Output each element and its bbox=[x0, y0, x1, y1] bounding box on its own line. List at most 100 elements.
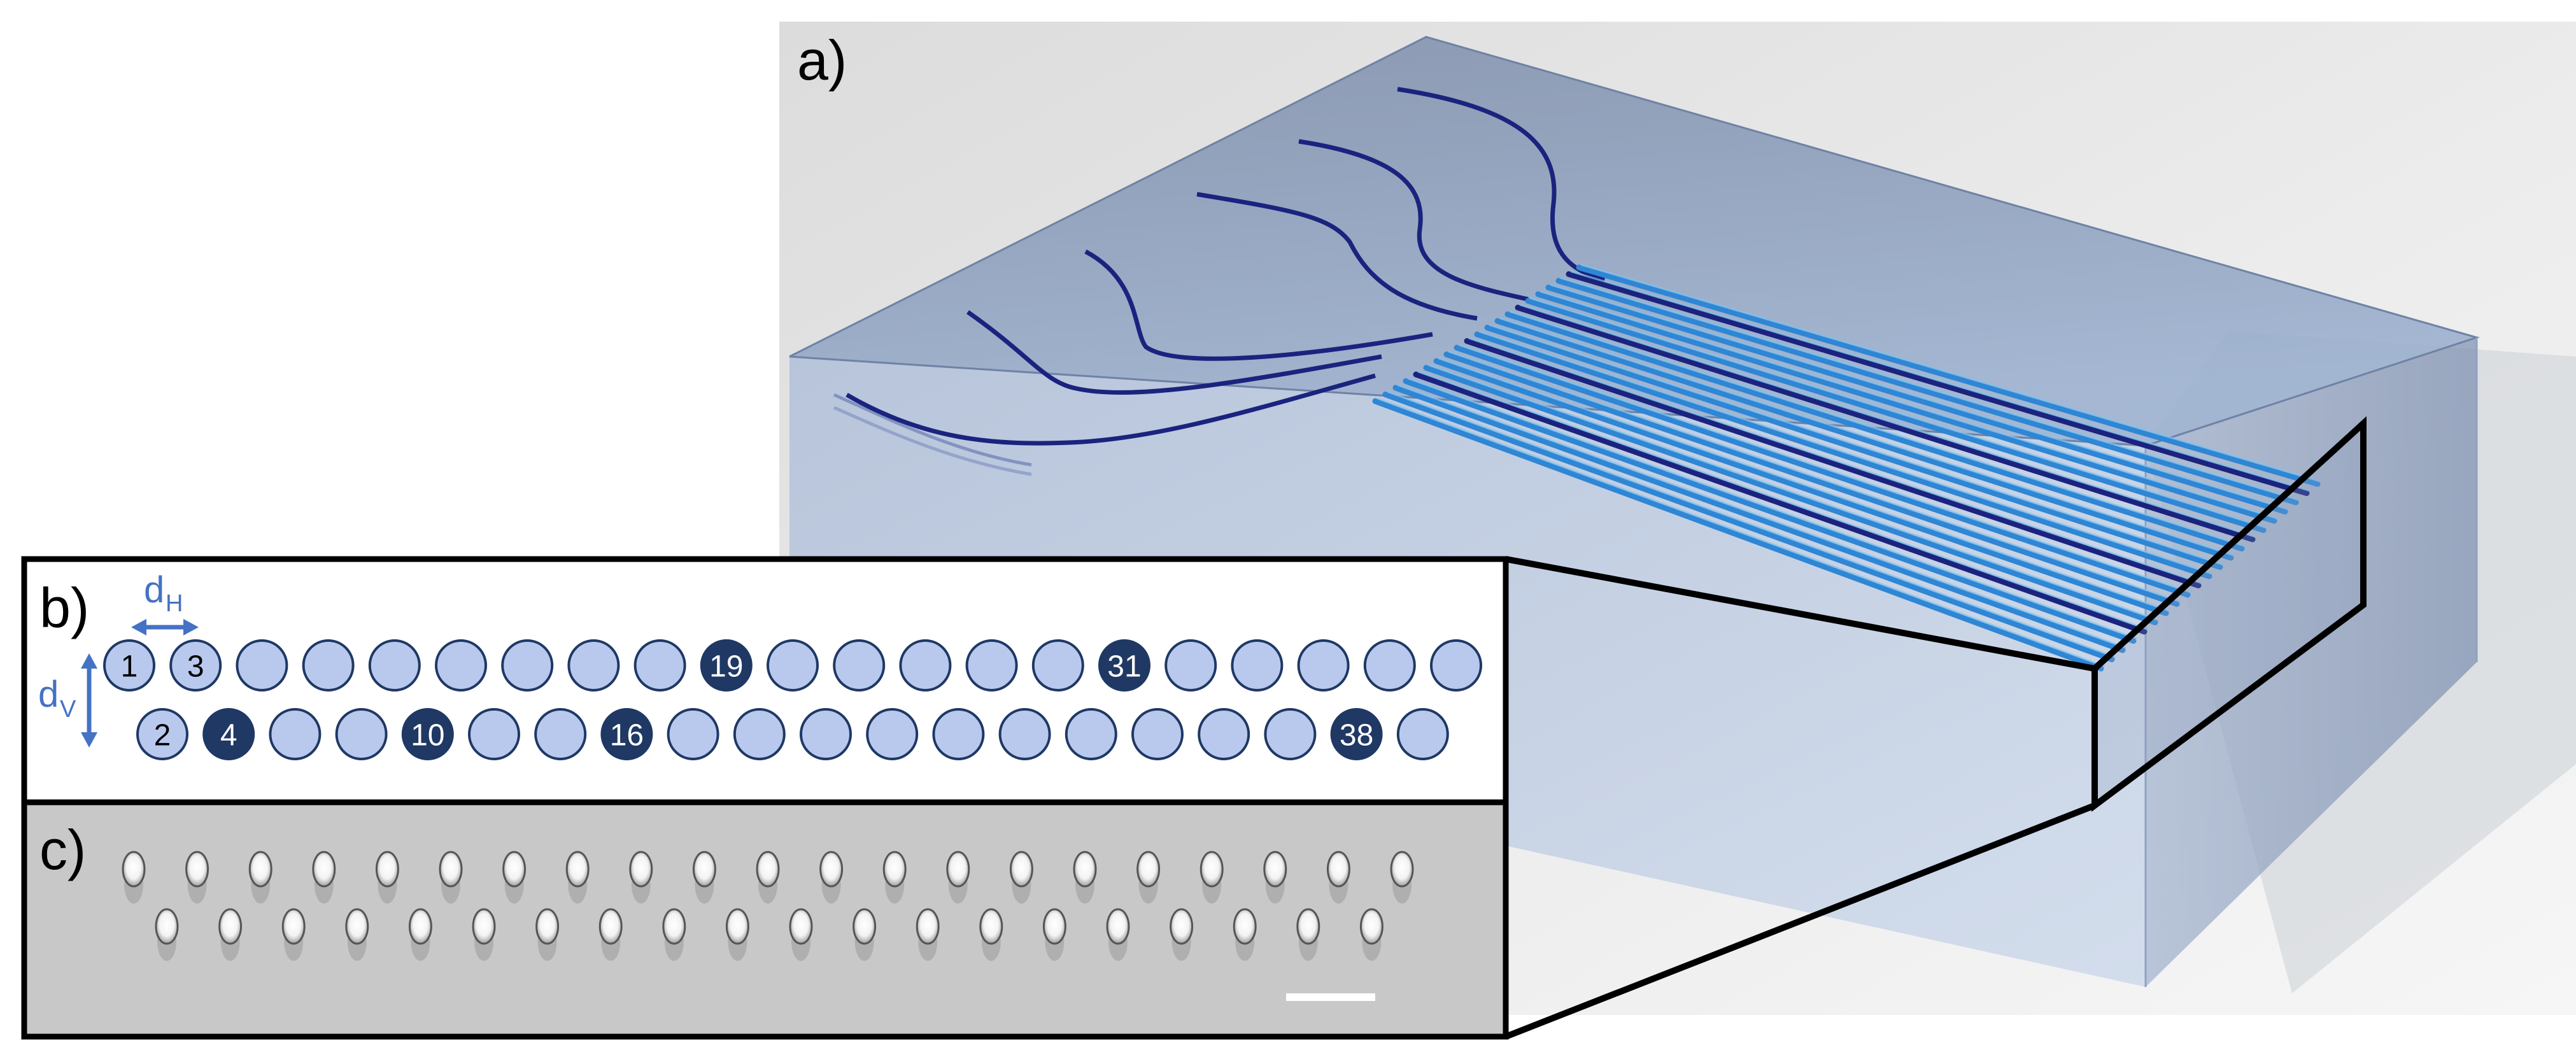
waveguide-core bbox=[302, 639, 355, 692]
waveguide-highlight bbox=[1458, 344, 2191, 593]
waveguide-core bbox=[401, 708, 454, 760]
mode-spot bbox=[598, 908, 623, 945]
zoom-line-top bbox=[1505, 556, 2095, 672]
panel-a-label: a) bbox=[797, 29, 847, 92]
parallel-waveguide bbox=[1433, 358, 2169, 616]
waveguide-core bbox=[1297, 639, 1350, 692]
waveguide-core bbox=[833, 639, 886, 692]
waveguide-highlight bbox=[1519, 304, 2256, 538]
mode-spot bbox=[155, 908, 179, 945]
waveguide-highlight bbox=[1438, 357, 2170, 612]
waveguide-core bbox=[1363, 639, 1416, 692]
mode-spot bbox=[853, 908, 877, 945]
mode-spot bbox=[1390, 851, 1414, 888]
parallel-waveguide bbox=[1535, 291, 2277, 524]
mode-spot bbox=[185, 851, 209, 888]
mode-spot bbox=[281, 908, 306, 945]
dv-subscript: V bbox=[60, 696, 76, 723]
parallel-waveguide bbox=[1515, 304, 2256, 543]
waveguide-highlight bbox=[1489, 324, 2224, 565]
wire-reflection bbox=[833, 393, 1032, 467]
mode-spot bbox=[819, 851, 844, 888]
dh-subscript: H bbox=[166, 590, 183, 617]
mode-spot bbox=[662, 908, 686, 945]
dh-dimension: d H bbox=[131, 569, 199, 635]
waveguide-highlight bbox=[1448, 351, 2181, 602]
parallel-waveguide bbox=[1372, 398, 2104, 672]
mode-spot bbox=[218, 908, 243, 945]
mode-spot bbox=[979, 908, 1003, 945]
waveguide-highlight bbox=[1478, 330, 2213, 575]
parallel-waveguide bbox=[1576, 264, 2321, 487]
waveguide-core bbox=[1031, 639, 1084, 692]
parallel-waveguide bbox=[1566, 271, 2310, 496]
waveguide-core bbox=[534, 708, 587, 760]
waveguide-core bbox=[169, 639, 222, 692]
mode-spot bbox=[1136, 851, 1161, 888]
waveguide-core bbox=[368, 639, 421, 692]
parallel-waveguide bbox=[1525, 298, 2267, 533]
waveguide-highlight bbox=[1529, 297, 2267, 528]
zoom-line-bottom bbox=[1504, 802, 2096, 1040]
parallel-waveguide bbox=[1382, 392, 2115, 662]
waveguide-core bbox=[767, 639, 819, 692]
dh-label: d bbox=[144, 569, 164, 611]
waveguide-core bbox=[202, 708, 255, 760]
waveguide-core bbox=[136, 708, 188, 760]
panel-c-label: c) bbox=[39, 818, 86, 881]
waveguide-highlight bbox=[1499, 317, 2235, 557]
waveguide-core bbox=[1231, 639, 1284, 692]
panel-c-box bbox=[21, 799, 1509, 1040]
waveguide-number: 10 bbox=[411, 719, 444, 753]
waveguide-highlight bbox=[1407, 378, 2137, 639]
waveguide-number: 16 bbox=[610, 719, 644, 753]
waveguide-core bbox=[866, 708, 919, 760]
waveguide-core bbox=[1131, 708, 1184, 760]
mode-spot bbox=[1106, 908, 1130, 945]
waveguide-core bbox=[998, 708, 1051, 760]
parallel-waveguide bbox=[1392, 385, 2126, 653]
parallel-waveguide bbox=[1403, 378, 2137, 644]
fanout-wires bbox=[846, 87, 1606, 446]
dv-dimension: d V bbox=[38, 653, 97, 748]
waveguide-core bbox=[1430, 639, 1482, 692]
waveguide-core bbox=[567, 639, 620, 692]
mode-spot bbox=[1073, 851, 1097, 888]
parallel-waveguide bbox=[1454, 344, 2191, 598]
panel-c: c) bbox=[21, 799, 1509, 1040]
waveguide-core bbox=[435, 639, 487, 692]
waveguide-highlight bbox=[1468, 337, 2202, 584]
fanout-wire bbox=[1298, 139, 1529, 302]
parallel-waveguide bbox=[1504, 311, 2245, 551]
waveguide-highlight bbox=[1509, 311, 2246, 547]
waveguide-number: 4 bbox=[220, 719, 237, 753]
waveguide-core bbox=[600, 708, 653, 760]
parallel-waveguide bbox=[1413, 371, 2148, 635]
mode-spot bbox=[789, 908, 813, 945]
mode-spot bbox=[756, 851, 780, 888]
micrograph-spots bbox=[122, 851, 1414, 961]
waveguide-highlight bbox=[1427, 364, 2159, 621]
waveguide-highlight bbox=[1580, 264, 2321, 483]
waveguide-number: 1 bbox=[121, 650, 138, 684]
mode-spot bbox=[629, 851, 653, 888]
mode-spot bbox=[472, 908, 496, 945]
fanout-wire bbox=[966, 310, 1382, 395]
waveguide-core bbox=[899, 639, 952, 692]
mode-spot bbox=[375, 851, 399, 888]
mode-spot bbox=[1200, 851, 1224, 888]
parallel-waveguide bbox=[1443, 351, 2180, 607]
mode-spot bbox=[882, 851, 907, 888]
waveguide-core bbox=[1396, 708, 1449, 760]
waveguide-number: 2 bbox=[154, 719, 171, 753]
mode-spot bbox=[345, 908, 369, 945]
waveguide-core bbox=[103, 639, 155, 692]
waveguide-core bbox=[700, 639, 753, 692]
glass-top-face bbox=[789, 37, 2477, 446]
mode-spot bbox=[1296, 908, 1320, 945]
mode-spot bbox=[725, 908, 749, 945]
mode-spot bbox=[1170, 908, 1194, 945]
panel-b-label: b) bbox=[39, 576, 89, 639]
waveguide-number: 3 bbox=[187, 650, 204, 684]
